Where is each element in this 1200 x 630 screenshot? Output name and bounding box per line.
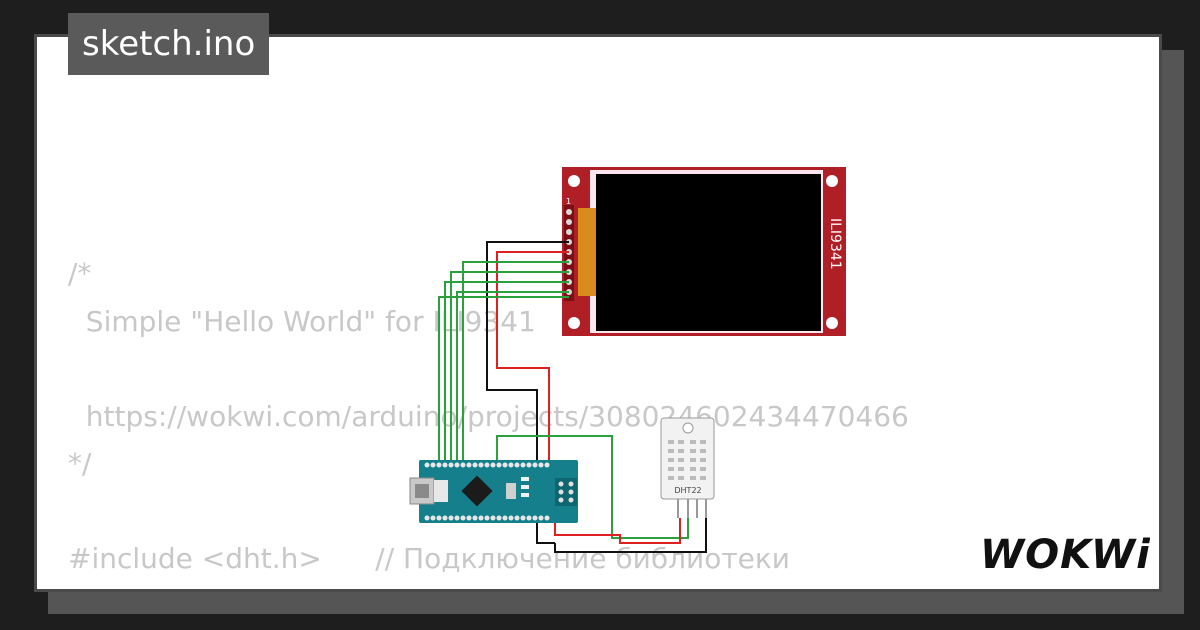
display-screen: [596, 174, 821, 331]
mount-hole: [826, 175, 838, 187]
logo-text: WOKWi: [980, 532, 1150, 578]
code-line: #include <dht.h> // Подключение библиоте…: [68, 542, 790, 575]
wire-signal[interactable]: [450, 271, 569, 462]
display-label: ILI9341: [827, 218, 843, 270]
code-line: */: [68, 447, 92, 480]
wire-dht-gnd[interactable]: [554, 518, 707, 553]
icsp-header: [555, 478, 577, 506]
dht22-sensor[interactable]: DHT22: [660, 417, 715, 518]
pin-one-label: 1: [566, 197, 571, 206]
code-line: /*: [68, 257, 92, 290]
reset-button: [434, 480, 448, 502]
arduino-nano[interactable]: [409, 460, 578, 523]
wire-vcc[interactable]: [496, 251, 569, 468]
wire-dht-vcc[interactable]: [554, 518, 681, 544]
sensor-label: DHT22: [674, 486, 701, 495]
sensor-grille: [668, 440, 706, 480]
mount-hole: [568, 317, 580, 329]
wires: [438, 241, 707, 553]
wokwi-logo: WOKWi: [980, 532, 1150, 578]
mount-hole: [568, 175, 580, 187]
wire-signal[interactable]: [444, 281, 569, 462]
sensor-pins[interactable]: [677, 499, 707, 518]
sensor-hole: [682, 422, 694, 434]
mount-hole: [826, 317, 838, 329]
wire-signal[interactable]: [438, 296, 569, 462]
code-line: https://wokwi.com/arduino/projects/30802…: [68, 399, 909, 433]
display-ribbon: [578, 208, 596, 296]
usb-port: [415, 484, 429, 498]
wire-gnd[interactable]: [486, 241, 569, 544]
filename-badge: sketch.ino: [68, 13, 270, 75]
mcu-chip: [461, 475, 493, 507]
wire-signal[interactable]: [456, 291, 569, 462]
code-line: Simple "Hello World" for ILI9341: [68, 304, 536, 338]
nano-top-pins[interactable]: [424, 462, 550, 468]
nano-pcb: [419, 460, 578, 523]
wire-dht-data[interactable]: [496, 435, 689, 539]
wire-signal[interactable]: [462, 261, 569, 462]
ili9341-display[interactable]: 1 ILI9341: [562, 167, 846, 336]
code-preview: /* Simple "Hello World" for ILI9341 http…: [68, 250, 909, 583]
nano-bottom-pins[interactable]: [424, 515, 550, 521]
crystal: [506, 483, 516, 499]
